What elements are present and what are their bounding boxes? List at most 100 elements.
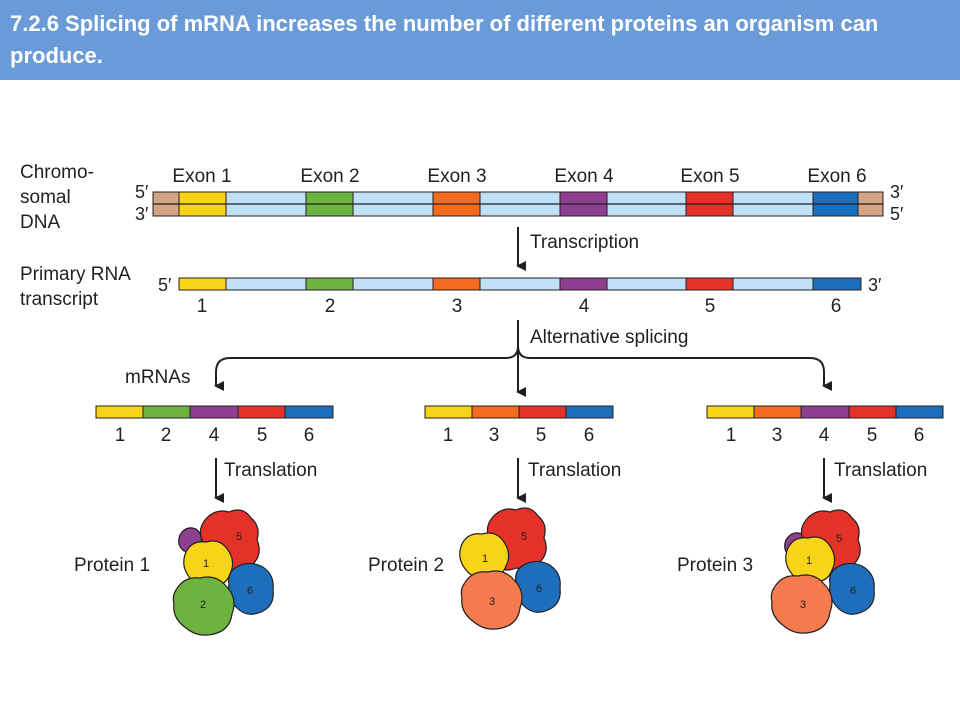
mrna-1-exon-4	[189, 405, 239, 419]
exon-label-3: Exon 3	[427, 166, 486, 187]
mrna-3-number-3: 4	[819, 425, 830, 446]
primary-number-4: 4	[579, 296, 590, 317]
mrna-2-exon-1	[424, 405, 473, 419]
primary-number-3: 3	[452, 296, 463, 317]
primary-label-line2: transcript	[20, 289, 99, 310]
protein-2-subunit-3	[460, 570, 523, 630]
protein-3-subunit-3-number: 3	[800, 599, 806, 611]
primary-label-line1: Primary RNA	[20, 264, 131, 285]
protein-3-subunit-1	[785, 536, 836, 583]
primary-exon-4	[559, 277, 608, 291]
mrna-3-exon-6	[895, 405, 944, 419]
primary-exon-6	[812, 277, 862, 291]
protein-3-structure	[770, 509, 875, 634]
exon-label-6: Exon 6	[807, 166, 866, 187]
protein-1-subunit-5-number: 5	[236, 531, 242, 543]
title-banner: 7.2.6 Splicing of mRNA increases the num…	[0, 0, 960, 80]
mrna-1-number-1: 1	[115, 425, 126, 446]
primary-number-6: 6	[831, 296, 842, 317]
translation-label-2: Translation	[528, 460, 621, 481]
primary-left-end: 5′	[158, 275, 172, 295]
mrna-1-exon-6	[284, 405, 334, 419]
protein-3-subunit-3	[770, 574, 833, 634]
protein-2-subunit-5-number: 5	[521, 531, 527, 543]
mrna-3-number-1: 1	[726, 425, 737, 446]
dna-bottom-strand	[152, 203, 884, 217]
primary-exon-5	[685, 277, 734, 291]
protein-3-subunit-1-number: 1	[806, 555, 812, 567]
dna-left-top-end: 5′	[135, 182, 149, 202]
dna-right-top-end: 3′	[890, 182, 904, 202]
mrna-1-exon-5	[237, 405, 286, 419]
mrna-1-number-2: 2	[161, 425, 172, 446]
mrna-2-number-2: 3	[489, 425, 500, 446]
mrnas-label: mRNAs	[125, 367, 190, 388]
exon-label-2: Exon 2	[300, 166, 359, 187]
mrna-3-exon-4	[800, 405, 850, 419]
protein-2-subunit-6-number: 6	[536, 583, 542, 595]
primary-number-1: 1	[197, 296, 208, 317]
splicing-arrow-left	[214, 345, 519, 391]
mrna-3	[706, 405, 944, 419]
splicing-label: Alternative splicing	[530, 327, 688, 348]
dna-label-line3: DNA	[20, 212, 60, 233]
mrna-2-exon-5	[518, 405, 567, 419]
dna-left-bottom-end: 3′	[135, 204, 149, 224]
primary-transcript	[178, 277, 862, 291]
mrna-2-number-4: 6	[584, 425, 595, 446]
protein-3-subunit-6	[829, 562, 875, 615]
dna-right-bottom-end: 5′	[890, 204, 904, 224]
protein-1-subunit-2-number: 2	[200, 599, 206, 611]
slide-title: 7.2.6 Splicing of mRNA increases the num…	[10, 11, 879, 68]
protein-1-subunit-6	[228, 562, 274, 615]
protein-label-2: Protein 2	[368, 555, 444, 576]
primary-intron-strand	[178, 277, 862, 291]
protein-label-1: Protein 1	[74, 555, 150, 576]
transcription-label: Transcription	[530, 232, 639, 253]
protein-2-subunit-1-number: 1	[482, 553, 488, 565]
exon-label-5: Exon 5	[680, 166, 739, 187]
protein-2-subunit-3-number: 3	[489, 596, 495, 608]
mrna-3-number-2: 3	[772, 425, 783, 446]
mrna-3-number-5: 6	[914, 425, 925, 446]
protein-3-subunit-5-number: 5	[836, 533, 842, 545]
protein-2-subunit-1	[459, 532, 510, 579]
mrna-2-number-3: 5	[536, 425, 547, 446]
primary-exon-2	[305, 277, 354, 291]
mrna-3-number-4: 5	[867, 425, 878, 446]
mrna-1-number-3: 4	[209, 425, 220, 446]
mrna-2-exon-3	[471, 405, 520, 419]
mrna-2-number-1: 1	[443, 425, 454, 446]
primary-exon-3	[432, 277, 481, 291]
protein-1-subunit-1-number: 1	[203, 558, 209, 570]
protein-1-subunit-6-number: 6	[247, 585, 253, 597]
mrna-1-exon-1	[95, 405, 144, 419]
mrna-3-exon-5	[848, 405, 897, 419]
primary-exon-1	[178, 277, 227, 291]
translation-label-1: Translation	[224, 460, 317, 481]
exon-label-4: Exon 4	[554, 166, 614, 187]
dna-top-strand	[152, 191, 884, 205]
dna-label-line1: Chromo-	[20, 162, 94, 183]
primary-number-2: 2	[325, 296, 336, 317]
mrna-1-number-4: 5	[257, 425, 268, 446]
splicing-arrow-right	[517, 345, 832, 391]
exon-label-1: Exon 1	[172, 166, 231, 187]
protein-2-structure	[459, 507, 561, 630]
mrna-3-exon-1	[706, 405, 755, 419]
mrna-1-exon-2	[142, 405, 191, 419]
mrna-1-number-5: 6	[304, 425, 315, 446]
protein-1-subunit-2	[172, 576, 235, 636]
primary-right-end: 3′	[868, 275, 882, 295]
mrna-2	[424, 405, 614, 419]
mrna-2-exon-6	[565, 405, 614, 419]
mrna-3-exon-3	[753, 405, 802, 419]
chromosomal-dna	[152, 191, 884, 217]
protein-1-structure	[172, 509, 274, 636]
primary-number-5: 5	[705, 296, 716, 317]
dna-label-line2: somal	[20, 187, 71, 208]
mrna-1	[95, 405, 334, 419]
translation-label-3: Translation	[834, 460, 927, 481]
protein-label-3: Protein 3	[677, 555, 753, 576]
